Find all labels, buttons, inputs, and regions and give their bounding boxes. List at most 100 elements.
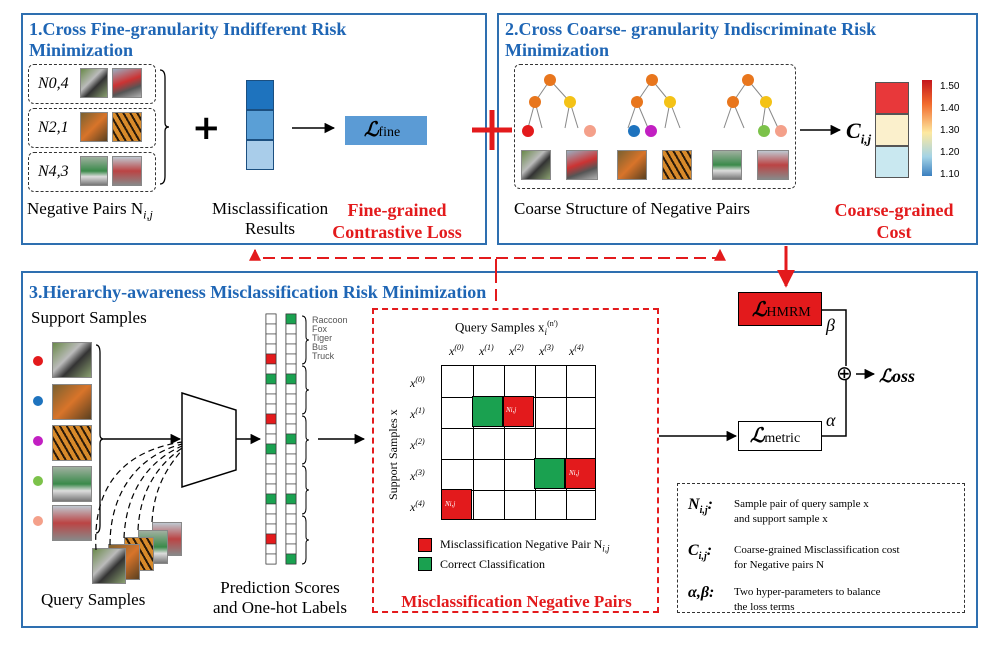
row-label-4: x(4) xyxy=(410,499,425,514)
class-names: Raccoon Fox Tiger Bus Truck xyxy=(312,316,348,361)
prediction-cell xyxy=(265,543,277,555)
neg-pairs-label: Negative Pairs Ni,j xyxy=(27,199,153,222)
pair-label-2: N4,3 xyxy=(38,163,69,180)
matrix-title: Query Samples xi(n') xyxy=(455,319,558,337)
prediction-cell xyxy=(265,393,277,405)
truck-image xyxy=(112,68,142,98)
label-cell xyxy=(285,543,297,555)
misclass-bar-mid xyxy=(246,110,274,140)
class-name-truck: Truck xyxy=(312,351,335,361)
vector-group-braces xyxy=(301,315,310,565)
label-cell xyxy=(285,313,297,325)
prediction-cell xyxy=(265,503,277,515)
plus-sign: + xyxy=(192,108,221,148)
class-name-bus: Bus xyxy=(312,342,328,352)
alpha-symbol: α xyxy=(826,410,836,430)
misclass-matrix-box xyxy=(372,308,659,613)
support-dot-red xyxy=(33,356,43,366)
tree3-node-l xyxy=(727,96,739,108)
tree3-node-r xyxy=(760,96,772,108)
tree1-root xyxy=(544,74,556,86)
support-bus-image xyxy=(52,466,92,502)
loss-fine-box xyxy=(345,116,427,145)
truck-image-2 xyxy=(112,156,142,186)
label-cell xyxy=(285,373,297,385)
legend-green-label: Correct Classification xyxy=(440,557,545,571)
support-fox-image xyxy=(52,384,92,420)
label-cell xyxy=(285,503,297,515)
colorbar-tick-2: 1.30 xyxy=(940,125,960,136)
query-dashed-curves xyxy=(95,441,183,551)
colorbar-tick-0: 1.50 xyxy=(940,81,960,92)
col-label-1: x(1) xyxy=(479,343,494,358)
tree2-node-l xyxy=(631,96,643,108)
row-label-2: x(2) xyxy=(410,437,425,452)
loss-metric-box xyxy=(738,421,822,451)
truck-image-3 xyxy=(566,150,598,180)
label-cell xyxy=(285,423,297,435)
colorbar-tick-1: 1.40 xyxy=(940,103,960,114)
label-cell xyxy=(285,513,297,525)
prediction-cell xyxy=(265,483,277,495)
prediction-cell xyxy=(265,373,277,385)
support-dot-green xyxy=(33,476,43,486)
prediction-cell xyxy=(265,383,277,395)
prediction-cell xyxy=(265,363,277,375)
label-cell xyxy=(285,433,297,445)
misclass-bar-top xyxy=(246,80,274,110)
label-cell xyxy=(285,483,297,495)
tree3-leaf-green xyxy=(758,125,770,137)
pairs-brace xyxy=(159,69,170,185)
loss-combination-lines xyxy=(659,309,876,442)
tree1-node-r xyxy=(564,96,576,108)
bus-image-2 xyxy=(712,150,742,180)
prediction-cell xyxy=(265,523,277,535)
tree3-root xyxy=(742,74,754,86)
label-cell xyxy=(285,323,297,335)
panel3-title: 3.Hierarchy-awareness Misclassification … xyxy=(29,282,487,302)
prediction-cell xyxy=(265,423,277,435)
coarse-structure-label: Coarse Structure of Negative Pairs xyxy=(514,199,751,218)
note-sym-1: Ci,j: xyxy=(688,542,713,563)
misclass-bar-bot xyxy=(246,140,274,170)
cost-cell-cream xyxy=(875,114,909,146)
colorbar-tick-3: 1.20 xyxy=(940,147,960,158)
class-name-tiger: Tiger xyxy=(312,333,333,343)
matrix-cell-red-1 xyxy=(503,396,534,427)
label-cell xyxy=(285,383,297,395)
loss-hmrm-label: ℒHMRM xyxy=(752,299,811,321)
beta-symbol: β xyxy=(826,315,835,335)
label-cell xyxy=(285,443,297,455)
vector-cells xyxy=(265,313,297,565)
red-plus-sign xyxy=(472,110,512,150)
col-label-4: x(4) xyxy=(569,343,584,358)
tiger-image-2 xyxy=(662,150,692,180)
label-cell xyxy=(285,523,297,535)
prediction-cell xyxy=(265,353,277,365)
support-dot-salmon xyxy=(33,516,43,526)
tree1-node-l xyxy=(529,96,541,108)
loss-total-label: ℒoss xyxy=(879,366,915,386)
label-cell xyxy=(285,553,297,565)
cost-symbol: Ci,j xyxy=(846,118,872,147)
prediction-cell xyxy=(265,343,277,355)
support-dot-magenta xyxy=(33,436,43,446)
class-name-raccoon: Raccoon xyxy=(312,315,348,325)
label-cell xyxy=(285,453,297,465)
cost-cell-cyan xyxy=(875,146,909,178)
tree2-root xyxy=(646,74,658,86)
prediction-cell xyxy=(265,313,277,325)
matrix-cell-label-2: Ni,j xyxy=(569,469,580,477)
pair-box-1 xyxy=(28,108,156,148)
fox-image-2 xyxy=(617,150,647,180)
panel2-title: 2.Cross Coarse- granularity Indiscrimina… xyxy=(505,19,877,60)
prediction-cell xyxy=(265,473,277,485)
matrix-cell-green-2 xyxy=(534,458,565,489)
prediction-cell xyxy=(265,443,277,455)
prediction-cell xyxy=(265,493,277,505)
